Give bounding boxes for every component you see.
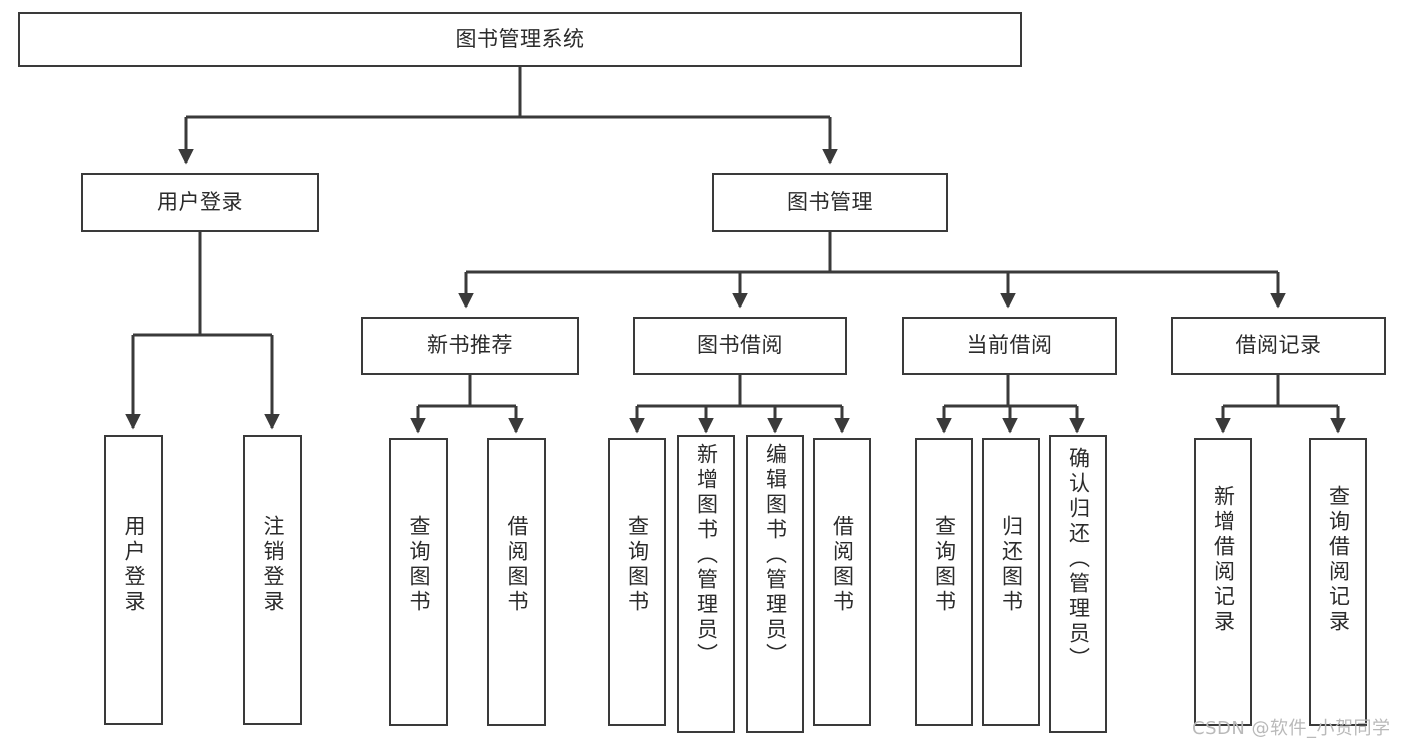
node-book-borrow[interactable]: 图书借阅 bbox=[633, 317, 847, 375]
node-label: 编辑图书（管理员） bbox=[763, 443, 788, 668]
node-borrow-record[interactable]: 借阅记录 bbox=[1171, 317, 1386, 375]
leaf-current-query-book[interactable]: 查询图书 bbox=[915, 438, 973, 726]
node-label: 查询图书 bbox=[932, 515, 957, 615]
leaf-borrow-add-book-admin[interactable]: 新增图书（管理员） bbox=[677, 435, 735, 733]
node-label: 借阅记录 bbox=[1235, 333, 1322, 358]
node-root-system[interactable]: 图书管理系统 bbox=[18, 12, 1022, 67]
leaf-new-book-borrow[interactable]: 借阅图书 bbox=[487, 438, 546, 726]
node-label: 借阅图书 bbox=[830, 515, 855, 615]
leaf-borrow-borrow-book[interactable]: 借阅图书 bbox=[813, 438, 871, 726]
node-label: 查询图书 bbox=[625, 515, 650, 615]
node-label: 查询图书 bbox=[407, 515, 431, 615]
node-label: 借阅图书 bbox=[505, 515, 529, 615]
node-label: 图书管理系统 bbox=[455, 26, 585, 51]
leaf-record-add-record[interactable]: 新增借阅记录 bbox=[1194, 438, 1252, 726]
node-label: 图书借阅 bbox=[697, 333, 783, 358]
node-label: 查询借阅记录 bbox=[1326, 485, 1351, 635]
node-label: 归还图书 bbox=[999, 515, 1024, 615]
leaf-borrow-edit-book-admin[interactable]: 编辑图书（管理员） bbox=[746, 435, 804, 733]
node-label: 新增借阅记录 bbox=[1211, 485, 1236, 635]
leaf-current-confirm-return-admin[interactable]: 确认归还（管理员） bbox=[1049, 435, 1107, 733]
watermark-text: CSDN @软件_小贺同学 bbox=[1192, 718, 1391, 739]
node-label: 新书推荐 bbox=[427, 333, 513, 358]
leaf-new-book-query[interactable]: 查询图书 bbox=[389, 438, 448, 726]
leaf-user-login-login[interactable]: 用户登录 bbox=[104, 435, 163, 725]
node-label: 用户登录 bbox=[122, 515, 146, 615]
node-label: 图书管理 bbox=[787, 189, 873, 214]
node-label: 新增图书（管理员） bbox=[694, 443, 719, 668]
leaf-record-query-record[interactable]: 查询借阅记录 bbox=[1309, 438, 1367, 726]
node-label: 注销登录 bbox=[261, 515, 285, 615]
node-user-login[interactable]: 用户登录 bbox=[81, 173, 319, 232]
node-label: 当前借阅 bbox=[966, 333, 1053, 358]
leaf-current-return-book[interactable]: 归还图书 bbox=[982, 438, 1040, 726]
leaf-borrow-query-book[interactable]: 查询图书 bbox=[608, 438, 666, 726]
leaf-user-login-logout[interactable]: 注销登录 bbox=[243, 435, 302, 725]
node-label: 确认归还（管理员） bbox=[1066, 447, 1091, 672]
node-label: 用户登录 bbox=[157, 189, 243, 214]
node-current-borrow[interactable]: 当前借阅 bbox=[902, 317, 1117, 375]
node-book-management[interactable]: 图书管理 bbox=[712, 173, 948, 232]
node-new-book-recommend[interactable]: 新书推荐 bbox=[361, 317, 579, 375]
